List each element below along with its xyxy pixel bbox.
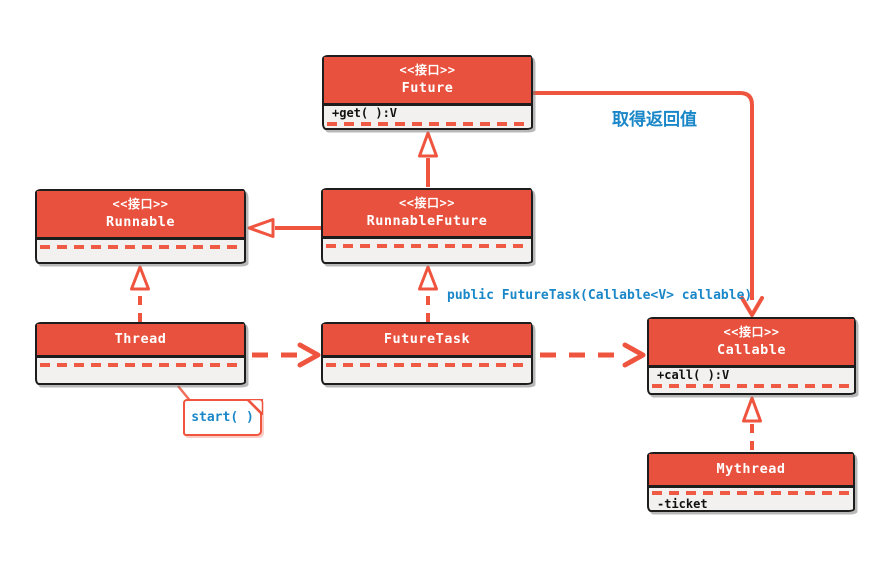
note-fold-corner-icon <box>246 398 263 415</box>
member-empty <box>649 388 854 393</box>
realization-arrow-futuretask-runnablefuture <box>418 265 438 322</box>
class-box-runnablefuture: <<接口>> RunnableFuture <box>321 188 533 264</box>
class-body <box>37 240 244 262</box>
realization-arrow-thread-runnable <box>130 265 150 322</box>
compartment-separator <box>652 491 850 495</box>
compartment-separator <box>327 122 528 126</box>
compartment-separator <box>326 244 528 248</box>
member-empty <box>323 358 531 362</box>
member-empty <box>323 248 531 262</box>
compartment-separator <box>326 363 528 367</box>
class-header: <<接口>> Callable <box>649 319 854 368</box>
class-name: Runnable <box>105 213 176 230</box>
class-box-thread: Thread <box>35 322 246 385</box>
stereotype-label: <<接口>> <box>399 62 456 77</box>
class-box-mythread: Mythread -ticket <box>647 452 855 512</box>
annotation-constructor: public FutureTask(Callable<V> callable) <box>447 288 753 303</box>
class-box-runnable: <<接口>> Runnable <box>35 189 246 264</box>
class-box-callable: <<接口>> Callable +call( ):V <box>647 317 856 395</box>
generalization-arrow-runnablefuture-future <box>418 131 438 187</box>
class-box-future: <<接口>> Future +get( ):V <box>322 55 533 130</box>
class-body: -ticket <box>649 488 853 513</box>
class-header: Thread <box>37 324 244 358</box>
class-box-futuretask: FutureTask <box>321 322 533 385</box>
annotation-return-value: 取得返回值 <box>612 110 697 130</box>
member-empty <box>37 358 244 362</box>
class-header: <<接口>> RunnableFuture <box>323 190 531 239</box>
member-empty <box>323 239 531 243</box>
class-name: Callable <box>716 341 787 358</box>
class-body: +call( ):V <box>649 368 854 393</box>
class-name: RunnableFuture <box>366 212 488 229</box>
class-header: <<接口>> Future <box>324 57 531 106</box>
member-call: +call( ):V <box>657 368 730 382</box>
dependency-arrow-thread-futuretask <box>252 342 321 368</box>
compartment-separator <box>652 384 851 388</box>
member-ticket: -ticket <box>657 497 708 511</box>
member-empty <box>323 367 531 383</box>
note-start-method: start( ) <box>183 398 263 436</box>
member-empty <box>37 240 244 244</box>
member-empty <box>649 488 853 490</box>
class-header: FutureTask <box>323 324 531 358</box>
compartment-separator <box>40 363 241 367</box>
flow-arrow-future-callable <box>533 91 764 317</box>
compartment-separator <box>40 245 241 249</box>
class-header: Mythread <box>649 454 853 488</box>
class-name: FutureTask <box>383 330 471 347</box>
class-body <box>37 358 244 383</box>
stereotype-label: <<接口>> <box>112 196 169 211</box>
realization-arrow-mythread-callable <box>742 396 762 450</box>
member-empty <box>37 367 244 383</box>
stereotype-label: <<接口>> <box>399 195 455 210</box>
dependency-arrow-futuretask-callable <box>540 342 646 368</box>
class-body <box>323 358 531 383</box>
class-name: Thread <box>114 330 167 347</box>
generalization-arrow-runnablefuture-runnable <box>247 218 321 238</box>
member-empty <box>37 249 244 262</box>
member-empty <box>324 126 531 128</box>
class-body <box>323 239 531 262</box>
class-name: Mythread <box>716 460 786 477</box>
note-text: start( ) <box>191 410 254 425</box>
class-header: <<接口>> Runnable <box>37 191 244 240</box>
class-body: +get( ):V <box>324 106 531 128</box>
stereotype-label: <<接口>> <box>723 324 780 339</box>
member-get: +get( ):V <box>332 106 398 120</box>
class-name: Future <box>401 79 454 96</box>
